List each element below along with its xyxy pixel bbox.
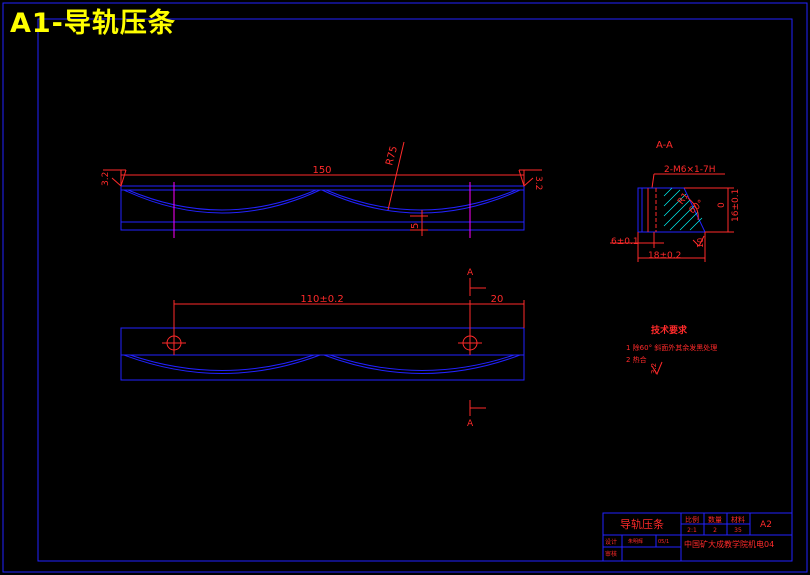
title-block-date: 05/1 (658, 539, 669, 545)
section-view-hatch-3 (663, 193, 687, 217)
title-block-frame (602, 512, 793, 562)
section-mark-top-label: A (467, 268, 474, 278)
section-view-height-label: 16±0.1 (731, 189, 741, 222)
top-view-radius-leader (387, 141, 405, 211)
title-block: 导轨压条 比例 数量 材料 2:1 2 35 A2 设计 朱明辉 05/1 审核… (602, 512, 793, 562)
title-block-designer-name: 朱明辉 (628, 538, 643, 545)
title-block-sheet: A2 (760, 520, 772, 530)
front-view-body (120, 327, 525, 381)
tech-req-item-2: 2 热合 (626, 355, 647, 364)
front-view-arc-left-inner (129, 354, 315, 371)
section-view-outline (637, 187, 706, 233)
section-view-thread-note: 2-M6×1-7H (664, 165, 715, 175)
front-view-spacing-label: 110±0.2 (300, 294, 343, 305)
top-view-roughness-left-label: 3.2 (101, 172, 111, 186)
title-block-col-material: 材料 (731, 515, 745, 524)
front-view-arc-right (323, 354, 521, 374)
section-view-hatch-7 (689, 217, 703, 231)
top-view: 150 R75 5 3.2 3.2 (101, 141, 543, 238)
section-view-roughness-mark (692, 235, 705, 247)
title-block-school: 中国矿大成教学院机电04 (684, 539, 774, 549)
front-view-arc-left (123, 354, 321, 374)
tech-requirements: 技术要求 1 除60° 斜面外其余发黑处理 2 热合 3.2 (626, 324, 717, 376)
front-view: 110±0.2 20 A A (120, 268, 525, 429)
section-view-zero: 0 (717, 202, 727, 208)
title-block-col-qty: 数量 (708, 515, 722, 524)
tech-req-item-1: 1 除60° 斜面外其余发黑处理 (626, 343, 717, 352)
title-block-designer-label: 设计 (605, 538, 617, 546)
section-view-label: A-A (656, 140, 673, 151)
section-view-thread-leader-down (651, 173, 655, 189)
top-view-roughness-left-mark (111, 169, 127, 187)
top-view-radius-label: R75 (384, 145, 400, 167)
section-view: A-A 2-M6×1-7H R1 60° 0 16±0.1 6±0.1 18±0… (610, 140, 741, 262)
tech-req-title: 技术要求 (651, 324, 688, 336)
section-view-width-label: 18±0.2 (648, 251, 681, 261)
top-view-arc-left (123, 189, 321, 214)
section-view-hatch-6 (679, 211, 699, 231)
top-view-length-label: 150 (312, 165, 331, 176)
title-block-material: 35 (734, 527, 742, 534)
top-view-body (120, 185, 525, 231)
title-block-col-scale: 比例 (685, 515, 699, 524)
title-block-scale: 2:1 (687, 527, 697, 534)
section-view-angle-arc (687, 197, 699, 221)
tech-req-roughness-mark (651, 361, 663, 376)
section-view-hatch-5 (669, 205, 695, 231)
top-view-roughness-right-mark (518, 169, 534, 187)
section-view-hatch-4 (663, 199, 691, 227)
drawing-title-banner: A1-导轨压条 (10, 8, 176, 39)
section-mark-bottom-label: A (467, 419, 474, 429)
title-block-qty: 2 (713, 527, 717, 534)
title-block-part-name: 导轨压条 (620, 517, 664, 531)
top-view-arc-right (321, 189, 521, 214)
top-view-arc-left-inner (127, 189, 317, 211)
top-view-roughness-right-label: 3.2 (533, 176, 543, 190)
section-view-hatch-2 (663, 189, 681, 207)
inner-frame (37, 18, 793, 562)
front-view-edge-label: 20 (491, 294, 504, 305)
section-view-thickness-label: 6±0.1 (611, 237, 639, 247)
tech-req-roughness-label: 3.2 (650, 363, 658, 374)
front-view-arc-right-inner (329, 354, 515, 371)
section-view-hatch-1 (663, 187, 673, 197)
top-view-depth-label: 5 (410, 223, 421, 229)
title-block-reviewer-label: 审核 (605, 550, 617, 558)
top-view-arc-right-inner (325, 189, 517, 211)
